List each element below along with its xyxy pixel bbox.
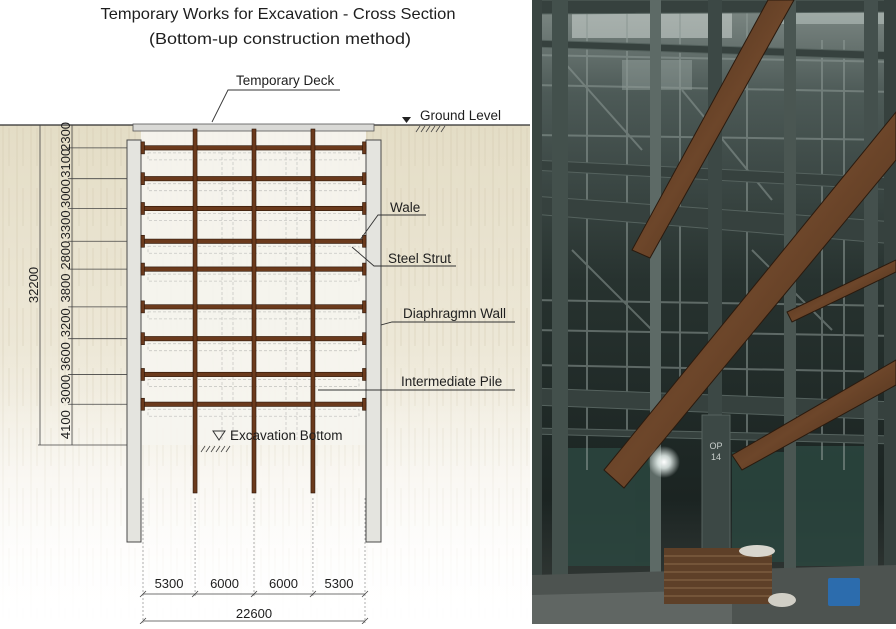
depth-segment-label: 3600 xyxy=(58,342,73,371)
intermediate-pile xyxy=(251,128,257,494)
total-depth-label: 32200 xyxy=(26,267,41,303)
wale xyxy=(362,172,367,185)
diagram-subtitle: (Bottom-up construction method) xyxy=(149,31,411,48)
temporary-deck-label: Temporary Deck xyxy=(236,73,335,88)
ground-level-label: Ground Level xyxy=(420,108,501,123)
wale xyxy=(140,234,145,248)
intermediate-pile xyxy=(192,128,198,494)
temporary-deck-leader xyxy=(211,89,340,123)
width-segment-label: 5300 xyxy=(155,576,184,591)
ground-level-symbol xyxy=(402,117,446,133)
intermediate-pile-label: Intermediate Pile xyxy=(401,374,502,389)
diaphragm-wall-left xyxy=(126,139,142,543)
steel-columns xyxy=(532,0,896,625)
intermediate-pile xyxy=(310,128,316,494)
wale-label: Wale xyxy=(390,200,420,215)
diaphragm-wall-label: Diaphragmn Wall xyxy=(403,306,506,321)
total-width-label: 22600 xyxy=(236,606,272,621)
depth-segment-label: 3800 xyxy=(58,274,73,303)
excavation-bottom-label: Excavation Bottom xyxy=(230,428,343,443)
wale-leader xyxy=(359,214,426,241)
wale xyxy=(362,202,367,215)
blue-barrel xyxy=(828,578,860,606)
wale xyxy=(140,172,145,185)
wale xyxy=(140,262,145,276)
wale xyxy=(362,234,367,248)
width-dim-tick xyxy=(139,617,147,625)
wale xyxy=(140,397,145,411)
excavation-bottom-hatch xyxy=(200,445,231,453)
steel-strut-label: Steel Strut xyxy=(388,251,451,266)
column-marking-line2: 14 xyxy=(711,452,721,462)
intermediate-piles xyxy=(192,128,316,494)
wale xyxy=(140,300,145,314)
wale xyxy=(362,262,367,276)
timber-stack xyxy=(664,545,796,607)
excavation-bottom-triangle-icon xyxy=(212,430,226,441)
wale xyxy=(140,141,145,155)
wale xyxy=(362,397,367,411)
diagram-title: Temporary Works for Excavation - Cross S… xyxy=(101,6,456,23)
width-segment-label: 6000 xyxy=(269,576,298,591)
wale xyxy=(140,368,145,381)
width-segment-label: 5300 xyxy=(325,576,354,591)
work-light xyxy=(648,446,680,478)
rusted-diagonal-beams xyxy=(603,0,896,489)
diaphragm-wall-leader xyxy=(380,321,515,326)
width-dim-tick xyxy=(361,617,369,625)
site-photo: OP 14 xyxy=(531,0,896,625)
wale xyxy=(362,368,367,381)
ground-level-triangle-icon xyxy=(402,117,411,123)
ground-hatch xyxy=(415,125,446,133)
depth-segment-label: 2300 xyxy=(58,122,73,151)
site-photo-svg: OP 14 xyxy=(531,0,896,625)
depth-segment-label: 2800 xyxy=(58,241,73,270)
column-marking-line1: OP xyxy=(709,441,722,451)
depth-segment-label: 4100 xyxy=(58,410,73,439)
depth-segment-label: 3200 xyxy=(58,308,73,337)
wale xyxy=(362,332,367,345)
width-segment-label: 6000 xyxy=(210,576,239,591)
steel-strut-leader xyxy=(351,246,456,267)
wale xyxy=(362,300,367,314)
wale xyxy=(140,332,145,345)
width-dimensions: 22600 5300 6000 6000 5300 xyxy=(139,498,369,625)
cross-section-svg: Temporary Works for Excavation - Cross S… xyxy=(0,6,530,625)
depth-segment-label: 3300 xyxy=(58,210,73,239)
depth-segment-label: 3100 xyxy=(58,149,73,178)
wale xyxy=(362,141,367,155)
depth-segment-label: 3000 xyxy=(58,375,73,404)
diaphragm-wall-right xyxy=(365,139,382,543)
depth-dimensions: 32200 2300310030003300280038003200360030… xyxy=(26,122,127,446)
wale xyxy=(140,202,145,215)
depth-segment-label: 3000 xyxy=(58,179,73,208)
excavation-bottom-marker xyxy=(200,430,231,453)
cross-section-diagram: Temporary Works for Excavation - Cross S… xyxy=(0,6,530,625)
